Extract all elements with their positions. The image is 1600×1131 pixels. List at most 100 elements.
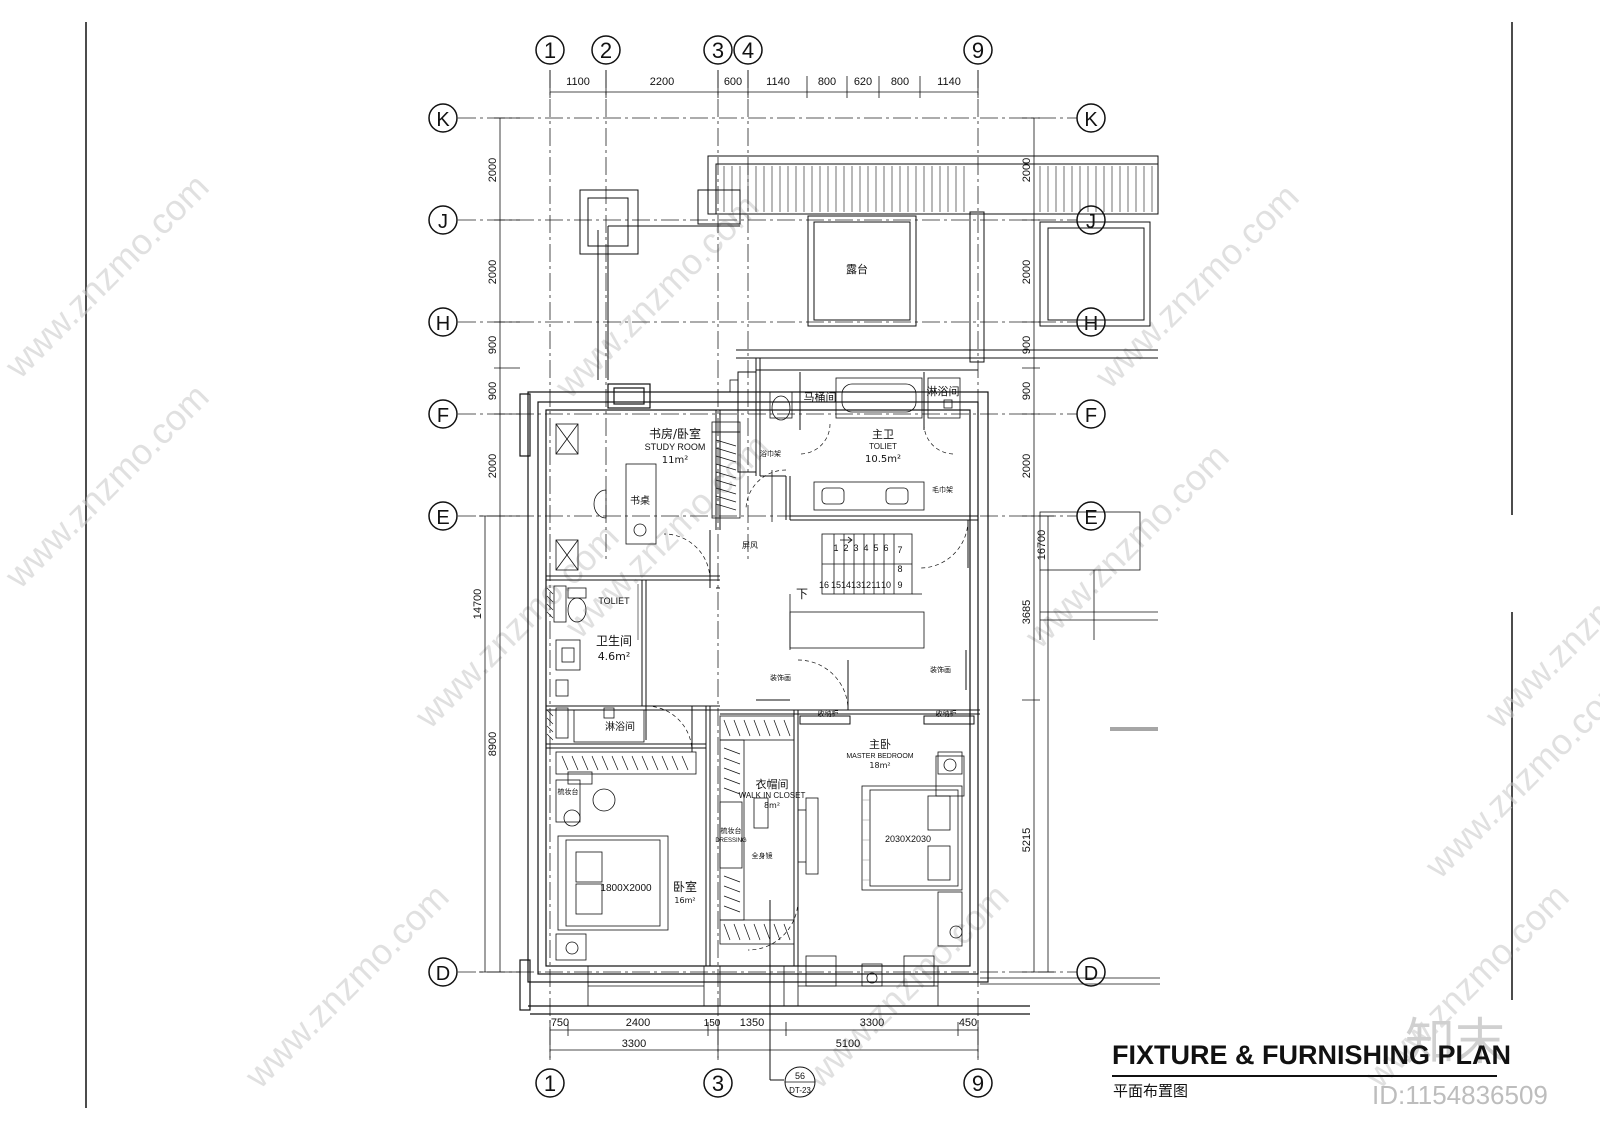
toilet-wall-hatch — [546, 584, 639, 741]
master-bath-fixtures — [729, 377, 961, 522]
railing-hatch — [723, 166, 1153, 212]
doors — [645, 423, 969, 951]
svg-text:1: 1 — [544, 38, 556, 63]
svg-text:900: 900 — [1021, 336, 1033, 354]
grid-bubble-right-E: E — [1076, 501, 1106, 531]
svg-text:4: 4 — [863, 543, 868, 553]
svg-text:900: 900 — [487, 336, 499, 354]
svg-text:2: 2 — [843, 543, 848, 553]
svg-text:9: 9 — [972, 1071, 984, 1096]
svg-text:H: H — [436, 313, 450, 335]
watermark-layer: www.znzmo.com www.znzmo.com www.znzmo.co… — [0, 166, 1600, 1097]
closet-shelves — [719, 715, 795, 945]
svg-text:E: E — [1084, 507, 1097, 529]
grid-bubble-left-D: D — [428, 957, 458, 987]
svg-text:3300: 3300 — [860, 1017, 884, 1029]
svg-text:1: 1 — [544, 1071, 556, 1096]
grid-bubble-left-K: K — [428, 103, 458, 133]
label-terrace: 露台 — [846, 262, 868, 276]
svg-text:3: 3 — [712, 38, 724, 63]
label-deco-1: 装饰画 — [770, 673, 791, 682]
section-marker: 56 DT-23 — [769, 900, 816, 1098]
label-desk: 书桌 — [630, 494, 650, 507]
svg-text:5: 5 — [873, 543, 878, 553]
watermark: www.znzmo.com — [546, 186, 767, 407]
toilet-fixtures — [553, 585, 645, 743]
image-id: ID:1154836509 — [1372, 1080, 1548, 1110]
brand-logo: 知末 — [1405, 1013, 1505, 1071]
label-bedroom-area: 16m² — [674, 896, 695, 905]
svg-text:5100: 5100 — [836, 1038, 860, 1050]
dim-top-620: 620 — [854, 76, 872, 88]
grid-bubble-left-J: J — [428, 205, 458, 235]
watermark: www.znzmo.com — [236, 876, 457, 1097]
dimension-left — [479, 117, 520, 973]
svg-text:E: E — [436, 507, 449, 529]
grid-bubble-left-H: H — [428, 307, 458, 337]
svg-text:2000: 2000 — [1021, 454, 1033, 478]
label-dressing-cn: 梳妆台 — [721, 826, 742, 835]
svg-text:K: K — [1084, 109, 1098, 131]
dim-top-1140a: 1140 — [766, 76, 790, 88]
master-bed-shading — [862, 799, 870, 881]
dim-top-1100: 1100 — [566, 76, 590, 88]
watermark: www.znzmo.com — [1086, 176, 1307, 397]
bedroom-shelf-hatch — [561, 755, 689, 771]
svg-text:9: 9 — [972, 38, 984, 63]
svg-text:D: D — [1084, 963, 1098, 985]
dimension-bottom — [549, 1020, 979, 1058]
svg-text:10: 10 — [881, 580, 891, 590]
master-bedroom-furniture — [798, 751, 965, 987]
svg-text:9: 9 — [897, 580, 902, 590]
svg-text:900: 900 — [1021, 382, 1033, 400]
label-stair-down: 下 — [796, 587, 808, 601]
svg-text:8: 8 — [897, 564, 902, 574]
label-closet-area: 8m² — [764, 801, 780, 810]
dim-top-800b: 800 — [891, 76, 909, 88]
section-sheet: DT-23 — [789, 1086, 811, 1095]
svg-text:2000: 2000 — [487, 454, 499, 478]
svg-text:2000: 2000 — [1021, 260, 1033, 284]
svg-text:14700: 14700 — [472, 589, 484, 620]
grid-bubble-right-J: J — [1076, 205, 1106, 235]
dimension-bottom-labels: 750 2400 150 1350 3300 450 3300 5100 — [551, 1017, 977, 1050]
svg-text:2000: 2000 — [487, 158, 499, 182]
svg-text:4: 4 — [742, 38, 754, 63]
grid-bubble-bottom-3: 3 — [703, 1068, 733, 1098]
svg-text:16: 16 — [819, 580, 829, 590]
closet-hatch — [723, 719, 791, 941]
label-closet-en: WALK IN CLOSET — [739, 791, 806, 800]
study-furniture — [555, 421, 741, 571]
label-master-en: MASTER BEDROOM — [846, 753, 913, 760]
svg-text:8900: 8900 — [487, 732, 499, 756]
svg-text:450: 450 — [959, 1017, 977, 1029]
svg-text:H: H — [1084, 313, 1098, 335]
watermark: www.znzmo.com — [1016, 436, 1237, 657]
grid-bubble-left-E: E — [428, 501, 458, 531]
label-wc-room: 马桶间 — [804, 390, 837, 404]
grid-bubble-top-4: 4 — [733, 35, 763, 65]
dimension-top-labels: 1100 2200 600 1140 800 620 800 1140 — [566, 76, 961, 88]
drawing-subtitle: 平面布置图 — [1113, 1082, 1189, 1100]
label-deco-2: 装饰画 — [930, 665, 951, 674]
watermark: www.znzmo.com — [0, 376, 217, 597]
label-master-cn: 主卧 — [869, 738, 891, 751]
grid-bubble-right-K: K — [1076, 103, 1106, 133]
label-study-area: 11m² — [662, 455, 688, 466]
svg-text:3: 3 — [853, 543, 858, 553]
label-screen: 屏风 — [742, 541, 758, 550]
dimension-right-labels: 2000 2000 900 900 2000 16700 3685 5215 — [1021, 158, 1048, 852]
right-stair — [1039, 511, 1158, 731]
dimension-top — [549, 70, 979, 98]
section-number: 56 — [795, 1071, 805, 1081]
svg-text:11: 11 — [871, 580, 880, 590]
stair-numbers: 1 2 3 4 5 6 7 8 9 10 11 12 13 14 15 16 — [819, 543, 903, 590]
grid-bubble-bottom-9: 9 — [963, 1068, 993, 1098]
bedroom-furniture — [555, 751, 697, 961]
drawing-title: FIXTURE & FURNISHING PLAN — [1112, 1040, 1512, 1070]
svg-text:3685: 3685 — [1021, 600, 1033, 624]
svg-text:3300: 3300 — [622, 1038, 646, 1050]
grid-bubbles: 1 2 3 4 9 1 3 9 K J H F E D K J H F E D — [428, 35, 1106, 1098]
grid-bubble-right-H: H — [1076, 307, 1106, 337]
